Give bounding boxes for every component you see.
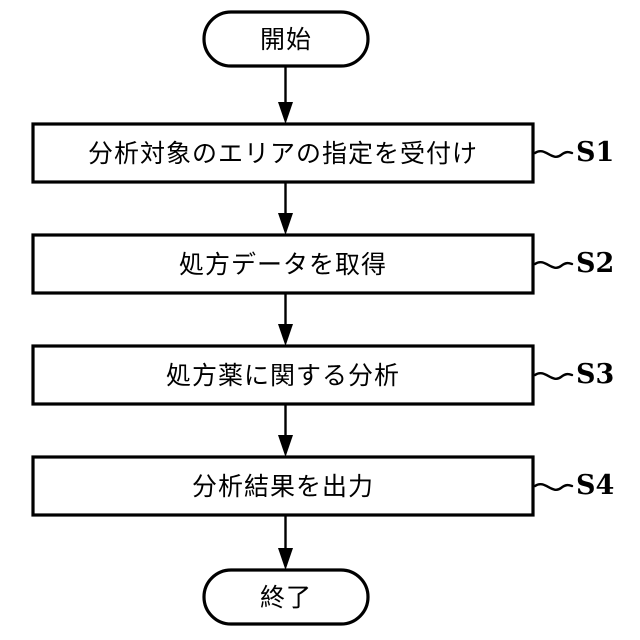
connector-arrow-s3-to-s4 [278,404,293,457]
connector-arrow-start-to-s1 [278,66,293,124]
process-box-s2[interactable] [31,233,535,295]
process-box-s1[interactable] [31,122,535,184]
leader-line-s3 [533,372,574,380]
connector-arrow-s1-to-s2 [278,182,293,235]
step-number-s3: S3 [576,359,615,390]
connector-arrow-s4-to-end [278,515,293,570]
process-box-s4[interactable] [31,455,535,517]
step-number-s1: S1 [576,137,615,168]
step-number-s4: S4 [576,470,615,501]
step-number-s2: S2 [576,248,615,279]
start-terminal-shape[interactable] [202,10,370,68]
leader-line-s4 [533,483,574,491]
connector-arrow-s2-to-s3 [278,293,293,346]
end-terminal-shape[interactable] [202,568,370,626]
process-box-s3[interactable] [31,344,535,406]
leader-line-s2 [533,261,574,269]
leader-line-s1 [533,150,574,158]
